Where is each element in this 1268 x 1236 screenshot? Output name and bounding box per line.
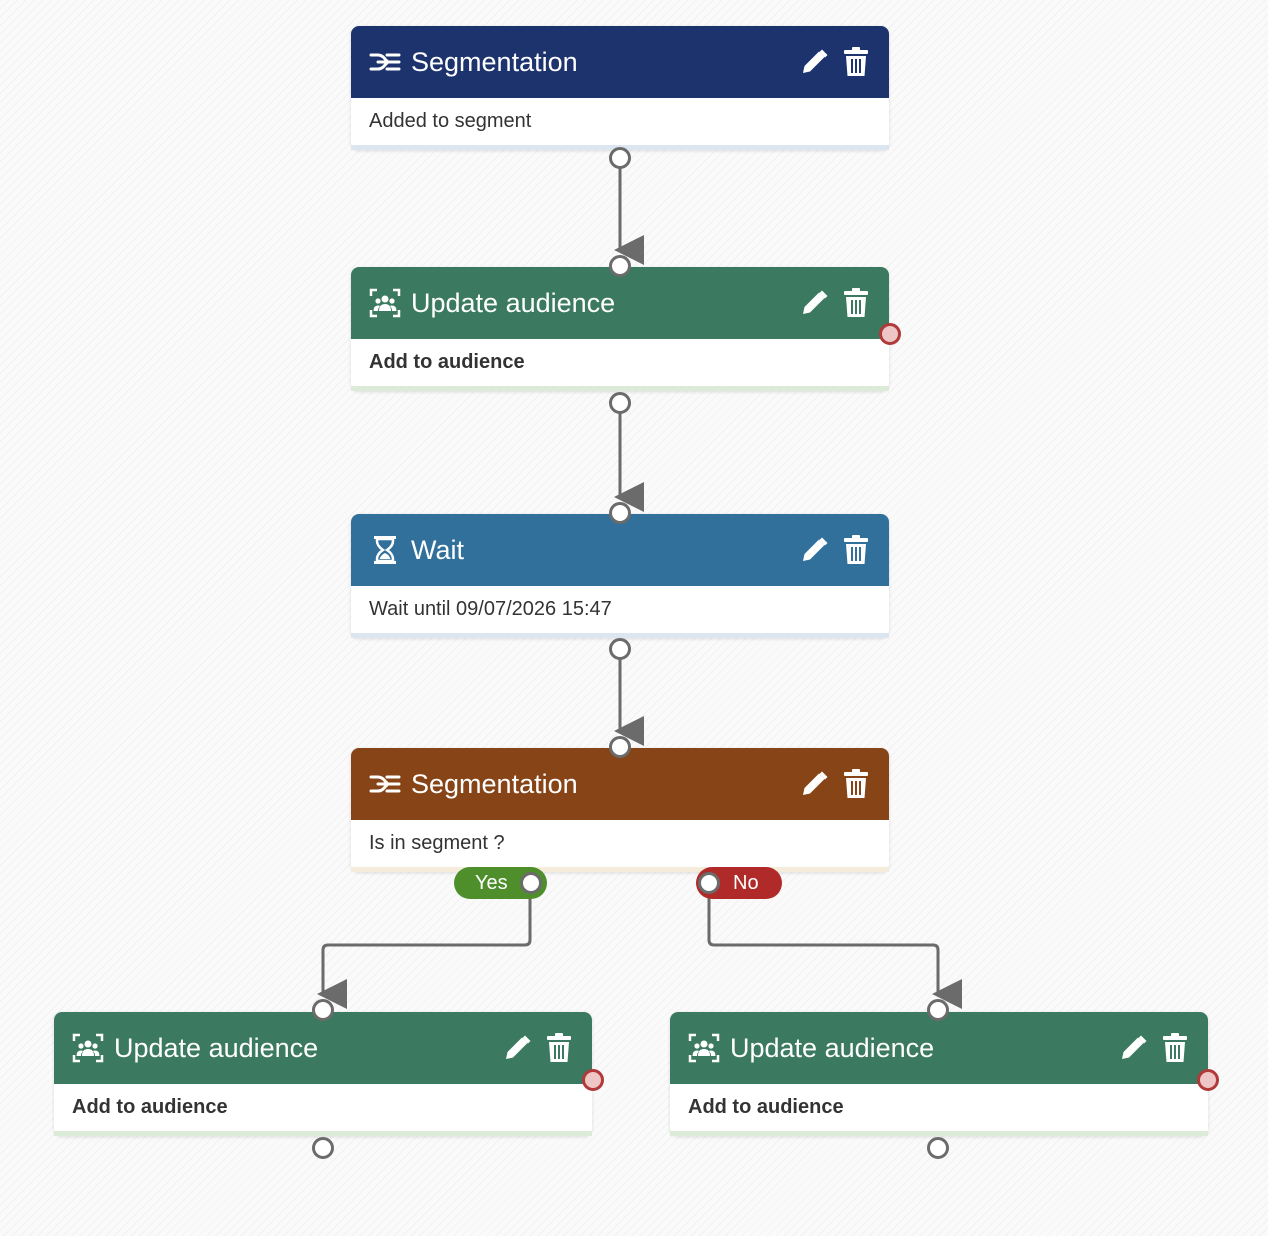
- no-branch-label: No: [733, 871, 759, 894]
- pencil-icon[interactable]: [799, 287, 829, 319]
- trash-icon[interactable]: [841, 534, 871, 566]
- no-branch[interactable]: No: [696, 867, 782, 899]
- node-title: Update audience: [730, 1032, 935, 1063]
- connector-wires: [317, 158, 962, 1009]
- input-port[interactable]: [312, 999, 334, 1021]
- node-description: Wait until 09/07/2026 15:47: [351, 586, 889, 638]
- output-port[interactable]: [312, 1137, 334, 1159]
- connector-no-6: [707, 882, 962, 1009]
- node-description: Add to audience: [670, 1084, 1208, 1136]
- wait-node[interactable]: Wait Wait until 09/07/2026 15:47: [351, 514, 889, 638]
- node-title: Segmentation: [411, 768, 578, 799]
- trash-icon[interactable]: [1160, 1032, 1190, 1064]
- node-title: Segmentation: [411, 46, 578, 77]
- output-port[interactable]: [609, 638, 631, 660]
- node-description: Add to audience: [351, 339, 889, 391]
- segmentation-condition-node[interactable]: Segmentation Is in segment ?: [351, 748, 889, 872]
- pencil-icon[interactable]: [799, 768, 829, 800]
- pencil-icon[interactable]: [502, 1032, 532, 1064]
- node-header: Segmentation: [351, 748, 889, 820]
- update-audience-node-no[interactable]: Update audience Add to audience: [670, 1012, 1208, 1136]
- input-port[interactable]: [927, 999, 949, 1021]
- node-header: Update audience: [670, 1012, 1208, 1084]
- pencil-icon[interactable]: [799, 534, 829, 566]
- input-port[interactable]: [609, 255, 631, 277]
- audience-icon: [369, 287, 401, 319]
- hourglass-icon: [369, 534, 401, 566]
- yes-branch-label: Yes: [475, 871, 508, 894]
- trash-icon[interactable]: [841, 46, 871, 78]
- node-header: Segmentation: [351, 26, 889, 98]
- connector-yes-5: [317, 882, 532, 1009]
- node-header: Update audience: [351, 267, 889, 339]
- audience-icon: [688, 1032, 720, 1064]
- input-port[interactable]: [609, 502, 631, 524]
- update-audience-node[interactable]: Update audience Add to audience: [351, 267, 889, 391]
- output-port[interactable]: [609, 147, 631, 169]
- yes-branch[interactable]: Yes: [454, 867, 547, 899]
- input-port[interactable]: [609, 736, 631, 758]
- error-port[interactable]: [879, 323, 901, 345]
- node-header: Wait: [351, 514, 889, 586]
- yes-output-port[interactable]: [520, 872, 542, 894]
- segmentation-node[interactable]: Segmentation Added to segment: [351, 26, 889, 150]
- node-title: Update audience: [411, 287, 616, 318]
- no-output-port[interactable]: [698, 872, 720, 894]
- pencil-icon[interactable]: [1118, 1032, 1148, 1064]
- error-port[interactable]: [582, 1069, 604, 1091]
- trash-icon[interactable]: [841, 287, 871, 319]
- node-title: Update audience: [114, 1032, 319, 1063]
- node-title: Wait: [411, 534, 464, 565]
- segmentation-icon: [369, 768, 401, 800]
- node-description: Added to segment: [351, 98, 889, 150]
- output-port[interactable]: [609, 392, 631, 414]
- audience-icon: [72, 1032, 104, 1064]
- node-description: Add to audience: [54, 1084, 592, 1136]
- trash-icon[interactable]: [544, 1032, 574, 1064]
- error-port[interactable]: [1197, 1069, 1219, 1091]
- output-port[interactable]: [927, 1137, 949, 1159]
- update-audience-node-yes[interactable]: Update audience Add to audience: [54, 1012, 592, 1136]
- pencil-icon[interactable]: [799, 46, 829, 78]
- node-header: Update audience: [54, 1012, 592, 1084]
- trash-icon[interactable]: [841, 768, 871, 800]
- segmentation-icon: [369, 46, 401, 78]
- node-description: Is in segment ?: [351, 820, 889, 872]
